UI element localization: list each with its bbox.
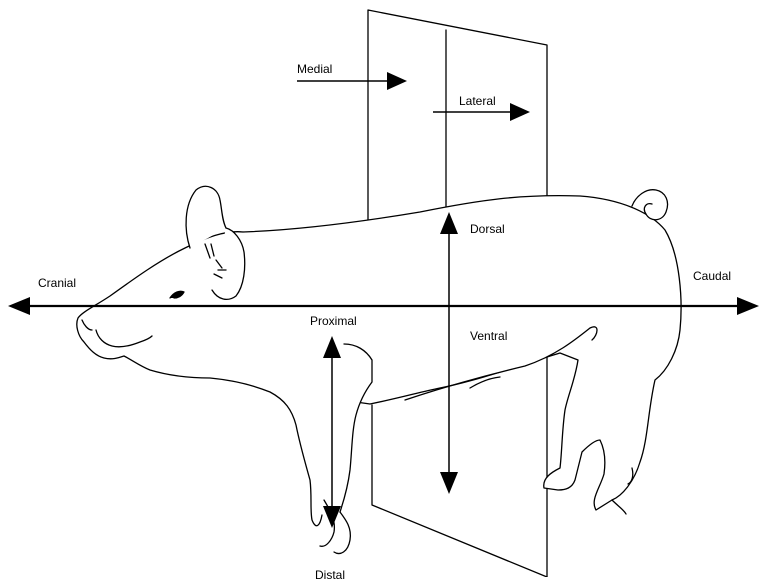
dorsal-label: Dorsal [470, 222, 505, 236]
medial-label: Medial [297, 62, 333, 76]
medial-arrow [297, 72, 407, 90]
dorsal-ventral-arrow [440, 212, 458, 494]
pig-eye [169, 290, 185, 299]
proximal-label: Proximal [310, 314, 357, 328]
pig-outline [76, 185, 682, 555]
distal-label: Distal [315, 568, 346, 582]
caudal-label: Caudal [693, 269, 732, 283]
cranial-caudal-axis [8, 297, 759, 315]
cranial-label: Cranial [38, 276, 77, 290]
ventral-label: Ventral [470, 329, 508, 343]
lateral-label: Lateral [459, 94, 496, 108]
proximal-distal-arrow [323, 336, 341, 528]
lateral-arrow [433, 103, 530, 121]
